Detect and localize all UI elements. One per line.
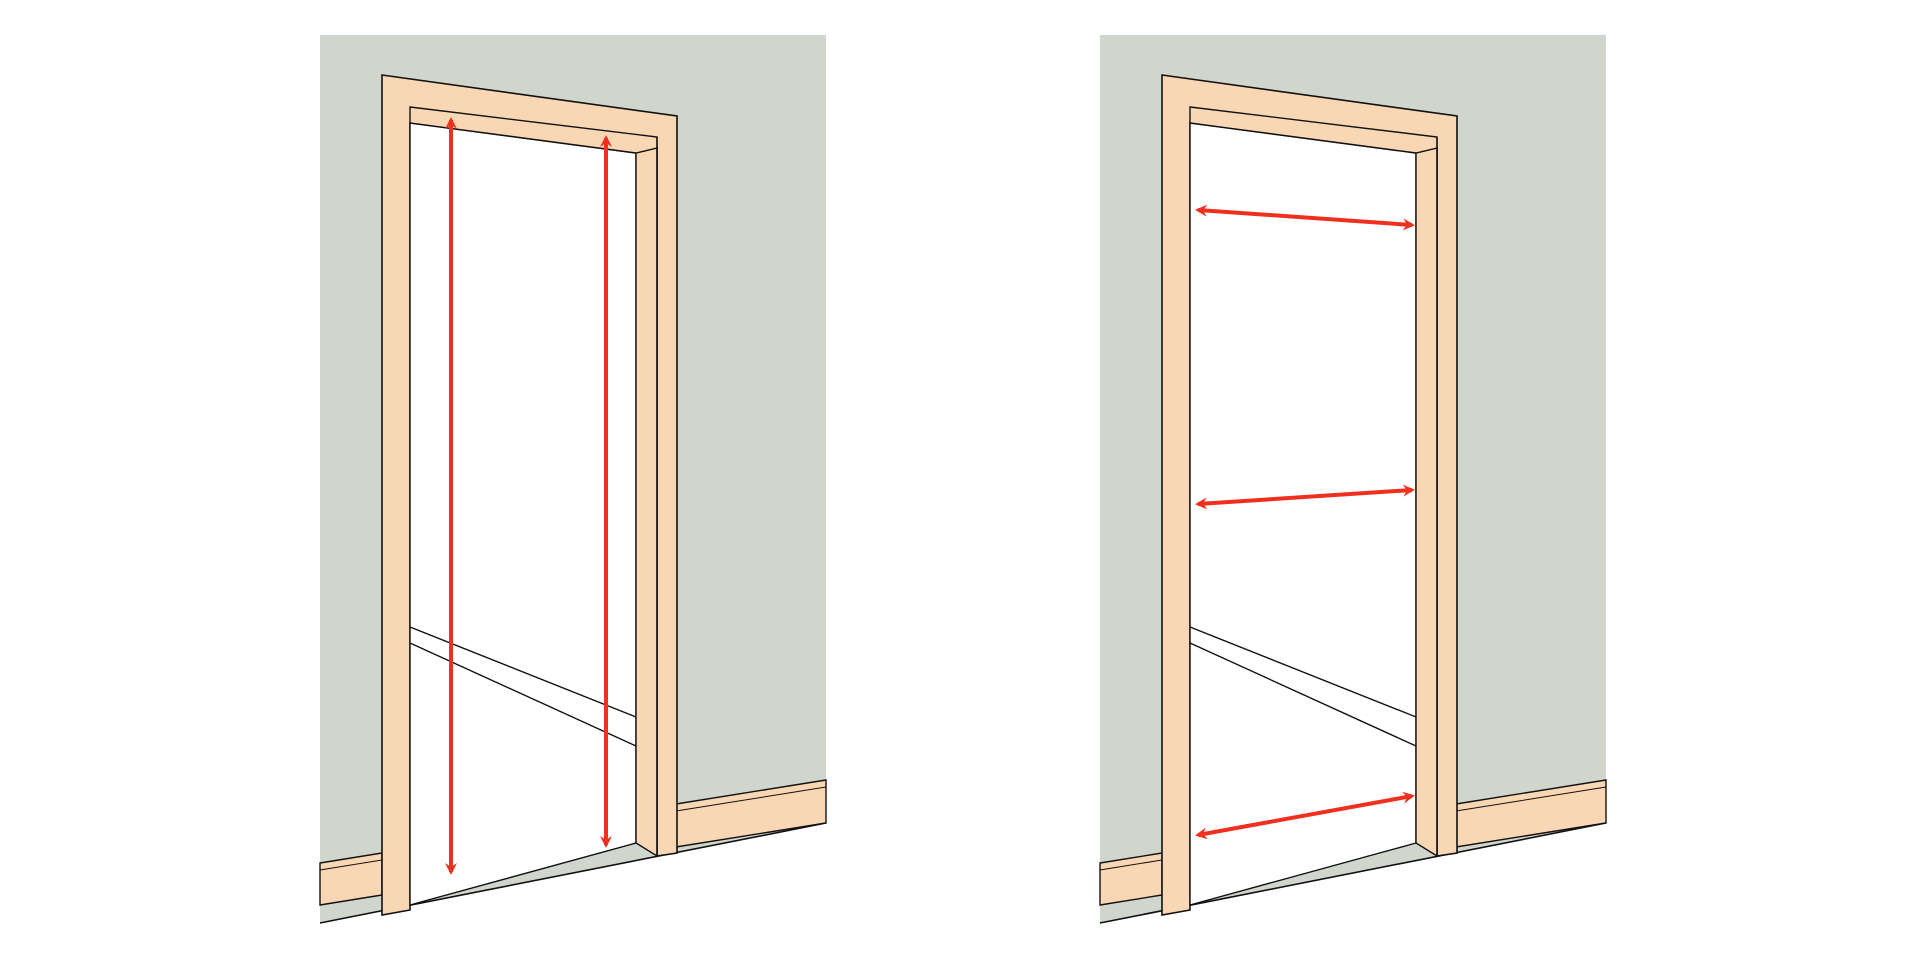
width-arrow-bottom bbox=[1195, 791, 1415, 840]
door-opening bbox=[1189, 122, 1417, 906]
door-jamb-right bbox=[1415, 147, 1438, 858]
door-opening bbox=[409, 122, 637, 906]
door-jamb-head bbox=[1189, 106, 1438, 154]
width-arrow-top bbox=[1195, 204, 1415, 231]
door-height-illustration bbox=[319, 35, 827, 960]
floor bbox=[1100, 823, 1606, 960]
width-arrow-middle bbox=[1195, 484, 1415, 510]
door-jamb-right bbox=[635, 147, 658, 858]
door-jamb-head bbox=[409, 106, 658, 154]
floor bbox=[320, 823, 826, 960]
door-height-panel bbox=[319, 35, 827, 960]
through-baseboard-top bbox=[1189, 626, 1417, 718]
through-baseboard-bottom bbox=[1189, 642, 1417, 747]
door-width-illustration bbox=[1099, 35, 1607, 960]
baseboard-left bbox=[319, 852, 383, 906]
door-width-panel bbox=[960, 0, 1920, 960]
baseboard-left bbox=[1099, 852, 1163, 906]
